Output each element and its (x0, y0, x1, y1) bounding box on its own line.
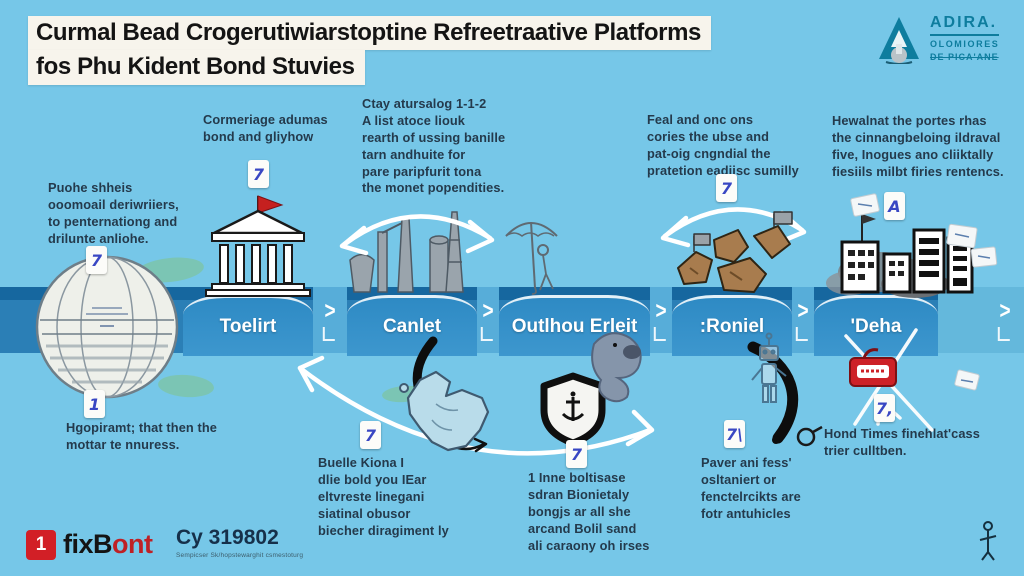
bracket-mark (795, 327, 808, 341)
badge-value: 7 (364, 425, 377, 445)
note-top-2: Cormeriage adumas bond and gliyhow (203, 112, 328, 144)
brand-subtitle-1: OLOMIORES (930, 39, 1000, 49)
robot-icon (751, 332, 787, 403)
bracket-mark (653, 327, 666, 341)
chevron-right-icon: > (482, 298, 494, 325)
bracket-mark (322, 327, 335, 341)
factory-icon (349, 211, 464, 293)
timeline-stage-2: Canlet (347, 295, 477, 356)
footer-caption: Sempicser Sk/hopstewarghit csmestoturg (176, 552, 304, 559)
note-bottom-1: Hgopiramt; that then the mottar te nnure… (66, 420, 217, 452)
stage-label-2: Canlet (382, 316, 442, 337)
number-badge: 7 (360, 421, 381, 449)
brand-subtitle-2: DE PICA'ANE (930, 52, 999, 62)
note-bottom-3: 1 Inne boltisase sdran Bionietaly bongjs… (528, 470, 650, 553)
bank-building-icon (205, 195, 311, 297)
footer-logo-word-red: ont (112, 529, 153, 559)
note-top-3: Ctay atursalog 1-1-2 A list atoce liouk … (362, 96, 506, 196)
footer-logo-square: 1 (26, 529, 56, 560)
footer-logo-word-black: fixB (63, 529, 113, 559)
timeline-band-right-cap (938, 287, 1024, 353)
timeline-gap-5: > (994, 287, 1016, 353)
badge-value: 7 (570, 444, 583, 464)
note-bottom-2: Buelle Kiona I dlie bold you IEar eltvre… (318, 455, 449, 538)
manatee-icon (591, 332, 642, 403)
note-bottom-5: Hond Times finehlat'cass trier culltben. (824, 426, 980, 458)
timeline-gap-1: > (313, 287, 347, 353)
badge-value: 1 (88, 394, 101, 414)
glasses-icon (796, 425, 823, 447)
number-badge: 1 (84, 390, 105, 418)
chevron-right-icon: > (797, 298, 809, 325)
footer-logo-word: fixBont (63, 529, 153, 560)
shield-icon (540, 372, 606, 447)
number-badge: 7, (874, 394, 895, 422)
badge-value: A (888, 196, 901, 216)
timeline-stage-1: Toelirt (183, 295, 313, 356)
note-top-4: Feal and onc ons cories the ubse and pat… (647, 112, 799, 178)
number-badge: 7 (566, 440, 587, 468)
brand-triangle-icon (879, 17, 919, 64)
footer-logo: 1 fixBont (26, 529, 153, 560)
stage-label-5: 'Deha (850, 316, 902, 337)
paper-note-icon (850, 193, 998, 391)
stage-label-3: Outlhou Erleit (511, 316, 638, 337)
stage-label-4: :Roniel (699, 316, 765, 337)
number-badge: A (884, 192, 905, 220)
torn-map-pieces-icon (677, 211, 793, 293)
timeline-stage-5: 'Deha (814, 295, 938, 356)
timeline-gap-2: > (477, 287, 499, 353)
chevron-right-icon: > (324, 298, 336, 325)
bracket-mark (480, 327, 493, 341)
red-flag-icon (257, 195, 284, 214)
page-title: Curmal Bead Crogerutiwiarstoptine Refree… (28, 16, 711, 85)
stage-label-1: Toelirt (219, 316, 277, 337)
note-top-5: Hewalnat the portes rhas the cinnangbelo… (832, 113, 1004, 179)
red-tag-icon (849, 348, 897, 387)
country-map-icon (399, 370, 490, 452)
city-skyline-icon (826, 214, 974, 298)
bracket-mark (997, 327, 1010, 341)
brand-logo: ADIRA. OLOMIORES DE PICA'ANE (876, 14, 1000, 64)
timeline-band: Toelirt > Canlet > Outlhou Erleit > :Ron… (0, 287, 1024, 356)
title-line-2: fos Phu Kident Bond Stuvies (28, 50, 365, 85)
note-bottom-4: Paver ani fess' osltaniert or fenctelrci… (701, 455, 801, 521)
title-line-1: Curmal Bead Crogerutiwiarstoptine Refree… (28, 16, 711, 51)
small-sketch-icon (979, 521, 997, 561)
timeline-gap-3: > (650, 287, 672, 353)
badge-value: 7 (90, 250, 103, 270)
timeline-gap-4: > (792, 287, 814, 353)
badge-value: 7, (875, 398, 894, 418)
umbrella-person-icon (505, 221, 558, 295)
footer-code: Cy 319802 (176, 526, 279, 549)
badge-value: 7 (720, 178, 733, 198)
number-badge: 7 (248, 160, 269, 188)
globe-icon (35, 255, 179, 399)
note-top-1: Puohe shheis ooomoail deriwriiers, to pe… (48, 180, 179, 246)
chevron-right-icon: > (999, 298, 1011, 325)
curved-arrow-icon (339, 214, 495, 256)
number-badge: 7 (86, 246, 107, 274)
number-badge: 7\ (724, 420, 745, 448)
brand-name: ADIRA. (930, 14, 1000, 36)
number-badge: 7 (716, 174, 737, 202)
badge-value: 7 (252, 164, 265, 184)
chevron-right-icon: > (655, 298, 667, 325)
badge-value: 7\ (726, 424, 743, 444)
